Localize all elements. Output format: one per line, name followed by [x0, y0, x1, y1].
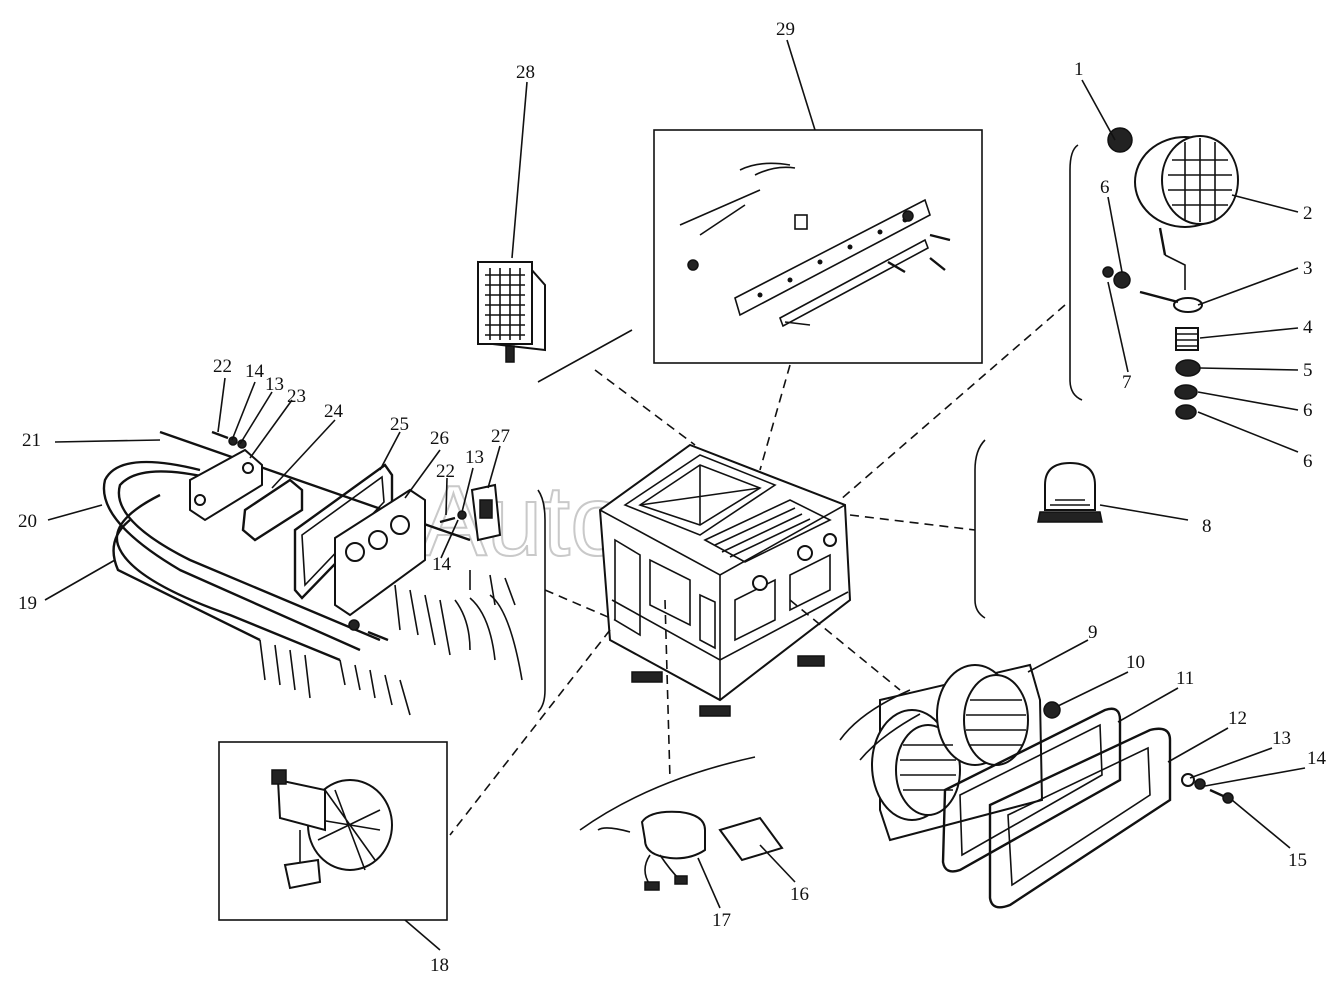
part-12-frame: [988, 727, 1172, 909]
part-29-bracket-inset: [653, 129, 983, 364]
label-6: 6: [1303, 400, 1313, 421]
label-leaders: [44, 39, 1306, 951]
label-22: 22: [436, 461, 455, 482]
label-14: 14: [245, 361, 265, 382]
label-17: 17: [712, 910, 731, 931]
part-2-round-headlamp: [1069, 127, 1239, 420]
label-22: 22: [213, 356, 232, 377]
part-17-horn: [579, 756, 756, 891]
part-16-plate: [718, 816, 784, 862]
callout-labels: 29 28 1 2 3 4 5 6 6 6 7 8 9 10 11 12 13 …: [18, 19, 1327, 976]
label-2: 2: [1303, 203, 1313, 224]
label-20: 20: [18, 511, 37, 532]
part-24-gasket: [241, 478, 304, 542]
part-13-15-fasteners: [1181, 773, 1234, 804]
label-1: 1: [1074, 59, 1084, 80]
label-16: 16: [790, 884, 809, 905]
label-19: 19: [18, 593, 37, 614]
part-26-panel: [334, 488, 426, 617]
label-27: 27: [491, 426, 510, 447]
label-13: 13: [265, 374, 284, 395]
label-4: 4: [1303, 317, 1313, 338]
part-11-gasket: [941, 707, 1122, 873]
part-28-square-lamp: [477, 260, 546, 363]
part-23-plate: [189, 448, 263, 522]
label-6: 6: [1100, 177, 1110, 198]
label-21: 21: [22, 430, 41, 451]
cabin-body: [598, 443, 852, 717]
label-15: 15: [1288, 850, 1307, 871]
bracket-line-left: [537, 489, 546, 713]
part-27-switch: [439, 483, 502, 542]
label-14: 14: [432, 554, 452, 575]
label-3: 3: [1303, 258, 1313, 279]
part-8-beacon-lamp: [974, 439, 1103, 619]
label-23: 23: [287, 386, 306, 407]
label-25: 25: [390, 414, 409, 435]
label-28: 28: [516, 62, 535, 83]
label-12: 12: [1228, 708, 1247, 729]
label-24: 24: [324, 401, 344, 422]
label-29: 29: [776, 19, 795, 40]
label-13: 13: [1272, 728, 1291, 749]
label-5: 5: [1303, 360, 1313, 381]
part-18-fan-inset: [218, 741, 448, 921]
label-10: 10: [1126, 652, 1145, 673]
dashed-connectors: [449, 304, 1066, 836]
label-7: 7: [1122, 372, 1132, 393]
label-9: 9: [1088, 622, 1098, 643]
left-harness-fasteners: [211, 430, 389, 642]
label-26: 26: [430, 428, 449, 449]
label-14: 14: [1307, 748, 1327, 769]
label-18: 18: [430, 955, 449, 976]
part-9-double-headlamp: [839, 663, 1044, 842]
label-6: 6: [1303, 451, 1313, 472]
label-13: 13: [465, 447, 484, 468]
label-8: 8: [1202, 516, 1212, 537]
part-10-nut: [1043, 701, 1061, 719]
label-11: 11: [1176, 668, 1194, 689]
